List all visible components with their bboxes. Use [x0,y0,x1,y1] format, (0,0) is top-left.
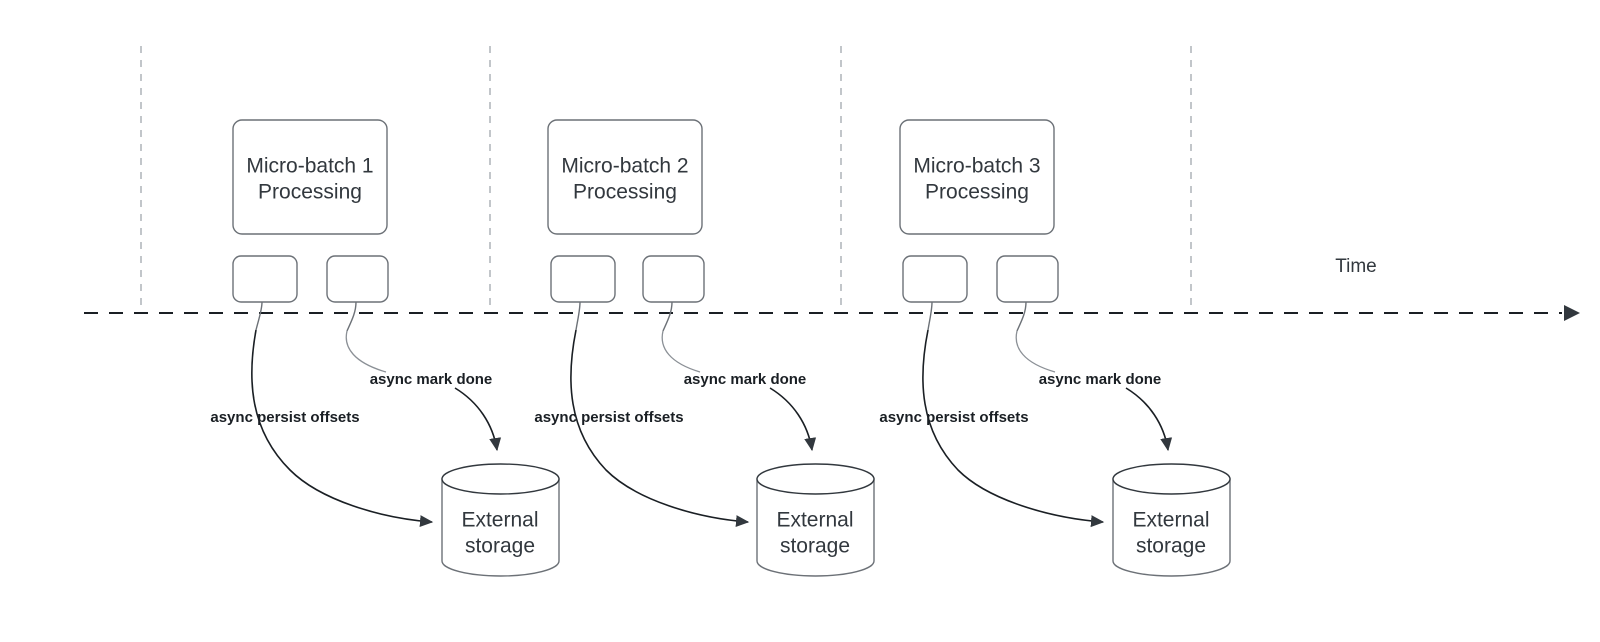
micro-batch-2-persist-offsets-label: async persist offsets [534,409,683,426]
micro-batch-2-mark-done-label: async mark done [684,371,807,388]
micro-batch-3-mark-done-edge-lower [1125,387,1173,452]
micro-batch-3-task-right-stem [1016,301,1027,332]
micro-batch-3-mark-done-edge-upper [1015,330,1056,373]
time-axis-label: Time [1335,256,1377,277]
micro-batch-2-task-right-stem [662,301,673,332]
micro-batch-3-task-left-stem [927,301,933,331]
micro-batch-1-task-left-stem [255,301,263,331]
storage-2-body [756,478,875,577]
micro-batch-2-processing-box[interactable] [547,119,703,235]
storage-3-body [1112,478,1231,577]
micro-batch-3-task-box-left[interactable] [902,255,968,303]
micro-batch-2-persist-offsets-edge [570,329,750,528]
micro-batch-1-persist-offsets-label: async persist offsets [210,409,359,426]
micro-batch-2-task-box-left[interactable] [550,255,616,303]
time-axis: Time [84,256,1580,321]
group-2: Micro-batch 2 Processing async persist o… [534,119,875,577]
micro-batch-2-mark-done-edge-upper [661,330,701,373]
micro-batch-3-mark-done-label: async mark done [1039,371,1162,388]
micro-batch-3-task-box-right[interactable] [996,255,1059,303]
micro-batch-3-label-line1: Micro-batch 3 [913,155,1040,178]
micro-batch-3-persist-offsets-edge [922,329,1105,528]
micro-batch-2-task-box-right[interactable] [642,255,705,303]
micro-batch-1-label-line1: Micro-batch 1 [246,155,373,178]
micro-batch-1-task-box-left[interactable] [232,255,298,303]
storage-3-label-line2: storage [1136,535,1206,558]
storage-1-top-ellipse [441,463,560,495]
micro-batch-1-mark-done-edge-upper [345,330,387,373]
storage-2-label-line1: External [776,509,853,532]
external-storage-cylinder-1[interactable]: External storage [441,463,560,577]
external-storage-cylinder-2[interactable]: External storage [756,463,875,577]
storage-3-label-line1: External [1132,509,1209,532]
micro-batch-2-label-line1: Micro-batch 2 [561,155,688,178]
micro-batch-1-processing-box[interactable] [232,119,388,235]
external-storage-cylinder-3[interactable]: External storage [1112,463,1231,577]
micro-batch-1-label-line2: Processing [258,181,362,204]
time-axis-arrow-icon [1564,305,1580,321]
group-3: Micro-batch 3 Processing async persist o… [879,119,1231,577]
micro-batch-3-label-line2: Processing [925,181,1029,204]
micro-batch-3-persist-offsets-label: async persist offsets [879,409,1028,426]
micro-batch-1-mark-done-edge-lower [454,387,502,452]
storage-3-top-ellipse [1112,463,1231,495]
micro-batch-2-mark-done-edge-lower [769,387,817,452]
storage-2-top-ellipse [756,463,875,495]
micro-batch-2-label-line2: Processing [573,181,677,204]
micro-batch-1-task-box-right[interactable] [326,255,389,303]
micro-batch-1-task-right-stem [346,301,357,332]
micro-batch-1-persist-offsets-edge [251,329,434,528]
storage-2-label-line2: storage [780,535,850,558]
storage-1-label-line2: storage [465,535,535,558]
micro-batch-1-mark-done-label: async mark done [370,371,493,388]
micro-batch-3-processing-box[interactable] [899,119,1055,235]
storage-1-body [441,478,560,577]
guide-lines [140,46,1192,313]
micro-batch-2-task-left-stem [575,301,581,331]
storage-1-label-line1: External [461,509,538,532]
group-1: Micro-batch 1 Processing async persist o… [210,119,560,577]
